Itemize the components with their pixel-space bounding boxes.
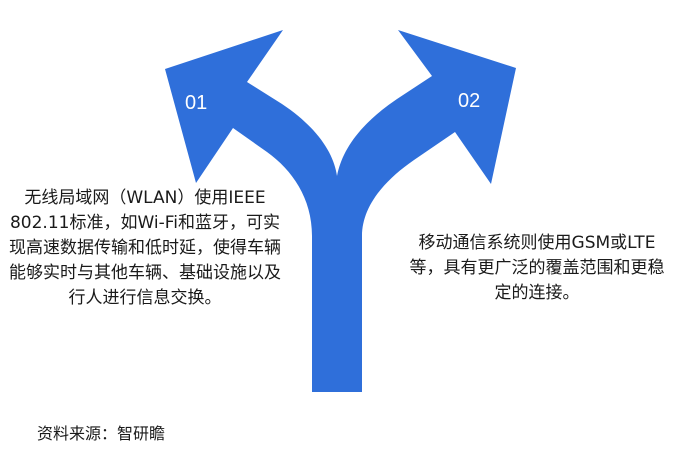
mobile-network-description: 移动通信系统则使用GSM或LTE等，具有更广泛的覆盖范围和更稳定的连接。: [409, 233, 665, 303]
source-note: 资料来源：智研瞻: [37, 424, 166, 443]
wlan-description: 无线局域网（WLAN）使用IEEE 802.11标准，如Wi-Fi和蓝牙，可实现…: [9, 188, 281, 308]
branch-number-01: 01: [185, 92, 208, 114]
branch-number-02: 02: [458, 90, 481, 112]
split-arrow-shape: [165, 30, 516, 392]
